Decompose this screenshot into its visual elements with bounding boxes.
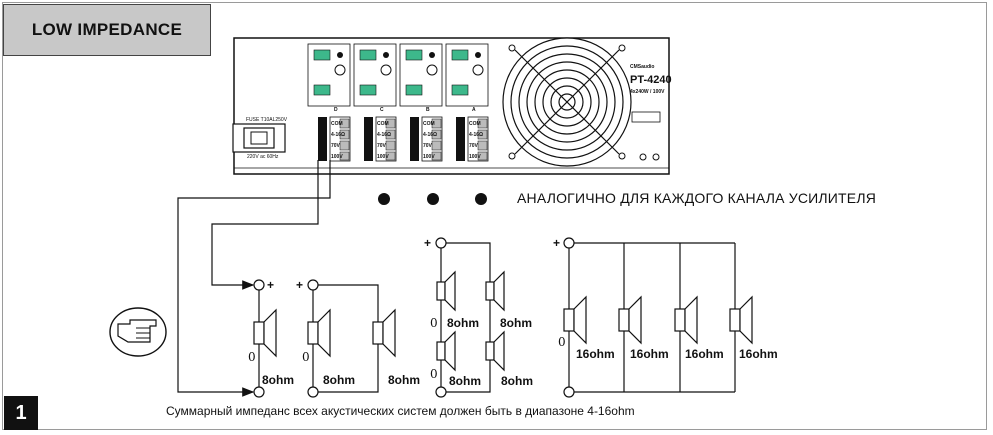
speaker-impedance-label: 8ohm: [262, 373, 294, 387]
svg-text:+: +: [424, 236, 431, 250]
same-for-each-channel-note: АНАЛОГИЧНО ДЛЯ КАЖДОГО КАНАЛА УСИЛИТЕЛЯ: [517, 190, 877, 206]
svg-text:70V: 70V: [469, 143, 479, 149]
term-70v: 70V: [331, 143, 341, 149]
cooling-fan: [502, 37, 632, 167]
svg-text:100V: 100V: [423, 154, 435, 160]
series-parallel-quad-config: + 0 0 8ohm 8ohm 8ohm 8ohm: [424, 236, 533, 398]
channel-B-label: B: [426, 107, 430, 113]
svg-text:+: +: [296, 278, 303, 292]
svg-text:16ohm: 16ohm: [685, 347, 724, 361]
parallel-four-config: + 0 16ohm 16ohm 16ohm 16ohm: [553, 236, 778, 398]
channel-repeat-dots: [378, 193, 487, 205]
mains-label: 220V ac 60Hz: [247, 154, 279, 160]
svg-text:0: 0: [558, 335, 566, 349]
spec-label: 4x240W / 100V: [630, 89, 665, 95]
term-4-16: 4-16Ω: [331, 132, 345, 138]
svg-text:COM: COM: [377, 121, 389, 127]
step-number: 1: [4, 396, 38, 430]
channel-C-label: C: [380, 107, 384, 113]
svg-text:100V: 100V: [469, 154, 481, 160]
svg-text:70V: 70V: [423, 143, 433, 149]
svg-text:8ohm: 8ohm: [323, 373, 355, 387]
amplifier-rear-panel: FUSE T10AL250V 220V ac 60Hz D COM 4-16Ω …: [232, 37, 672, 175]
svg-text:0: 0: [248, 350, 256, 364]
impedance-range-note: Суммарный импеданс всех акустических сис…: [166, 404, 635, 418]
fuse-label: FUSE T10AL250V: [246, 117, 288, 123]
channel-A-label: A: [472, 107, 476, 113]
power-inlet: FUSE T10AL250V 220V ac 60Hz: [232, 117, 288, 160]
section-title: LOW IMPEDANCE: [3, 4, 211, 56]
svg-text:8ohm: 8ohm: [500, 316, 532, 330]
svg-text:COM: COM: [469, 121, 481, 127]
channel-D: D COM 4-16Ω 70V 100V: [307, 43, 351, 162]
svg-text:100V: 100V: [377, 154, 389, 160]
term-100v: 100V: [331, 154, 343, 160]
channel-C: C COM 4-16Ω 70V 100V: [353, 43, 397, 162]
series-pair-config: + 0 8ohm 8ohm: [296, 278, 420, 398]
brand-label: CMSaudio: [630, 64, 654, 70]
svg-text:8ohm: 8ohm: [388, 373, 420, 387]
channel-B: B COM 4-16Ω 70V 100V: [399, 43, 443, 162]
svg-text:16ohm: 16ohm: [576, 347, 615, 361]
channel-A: A COM 4-16Ω 70V 100V: [445, 43, 489, 162]
svg-text:16ohm: 16ohm: [630, 347, 669, 361]
term-com: COM: [331, 121, 343, 127]
svg-text:0: 0: [430, 316, 438, 330]
single-speaker-config: + 0 8ohm: [248, 278, 294, 398]
speaker-cable: [177, 160, 331, 397]
svg-text:16ohm: 16ohm: [739, 347, 778, 361]
svg-text:0: 0: [430, 367, 438, 381]
pointing-hand-icon: [109, 307, 167, 357]
svg-text:+: +: [267, 278, 274, 292]
svg-text:70V: 70V: [377, 143, 387, 149]
channel-D-label: D: [334, 107, 338, 113]
svg-text:+: +: [553, 236, 560, 250]
diagram-frame: [2, 2, 987, 430]
model-label: PT-4240: [630, 74, 672, 86]
svg-text:4-16Ω: 4-16Ω: [469, 132, 483, 138]
svg-text:8ohm: 8ohm: [449, 374, 481, 388]
svg-text:0: 0: [302, 350, 310, 364]
svg-text:8ohm: 8ohm: [501, 374, 533, 388]
svg-text:4-16Ω: 4-16Ω: [377, 132, 391, 138]
svg-text:4-16Ω: 4-16Ω: [423, 132, 437, 138]
svg-text:COM: COM: [423, 121, 435, 127]
svg-text:8ohm: 8ohm: [447, 316, 479, 330]
